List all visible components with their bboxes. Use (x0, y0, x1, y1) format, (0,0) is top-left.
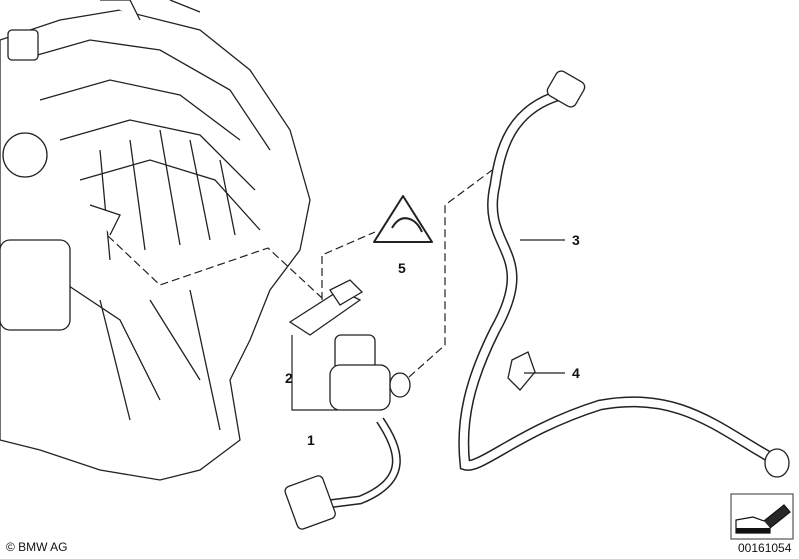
navigation-arrow-icon (730, 493, 794, 540)
copyright: © BMW AG (6, 540, 68, 554)
callout-2: 2 (285, 370, 293, 386)
clip-part-4 (507, 351, 536, 391)
leader-lines (107, 167, 496, 386)
callout-1: 1 (307, 432, 315, 448)
diagram-number: 00161054 (738, 541, 792, 555)
callout-4: 4 (572, 365, 580, 381)
intake-manifold-illustration (0, 0, 311, 481)
warning-label-triangle-icon (373, 195, 433, 243)
callout-5: 5 (398, 260, 406, 276)
hose-line-part-3 (458, 70, 790, 478)
callout-3: 3 (572, 232, 580, 248)
valve-assembly-part-1 (284, 279, 411, 530)
callout-lines (291, 239, 565, 411)
